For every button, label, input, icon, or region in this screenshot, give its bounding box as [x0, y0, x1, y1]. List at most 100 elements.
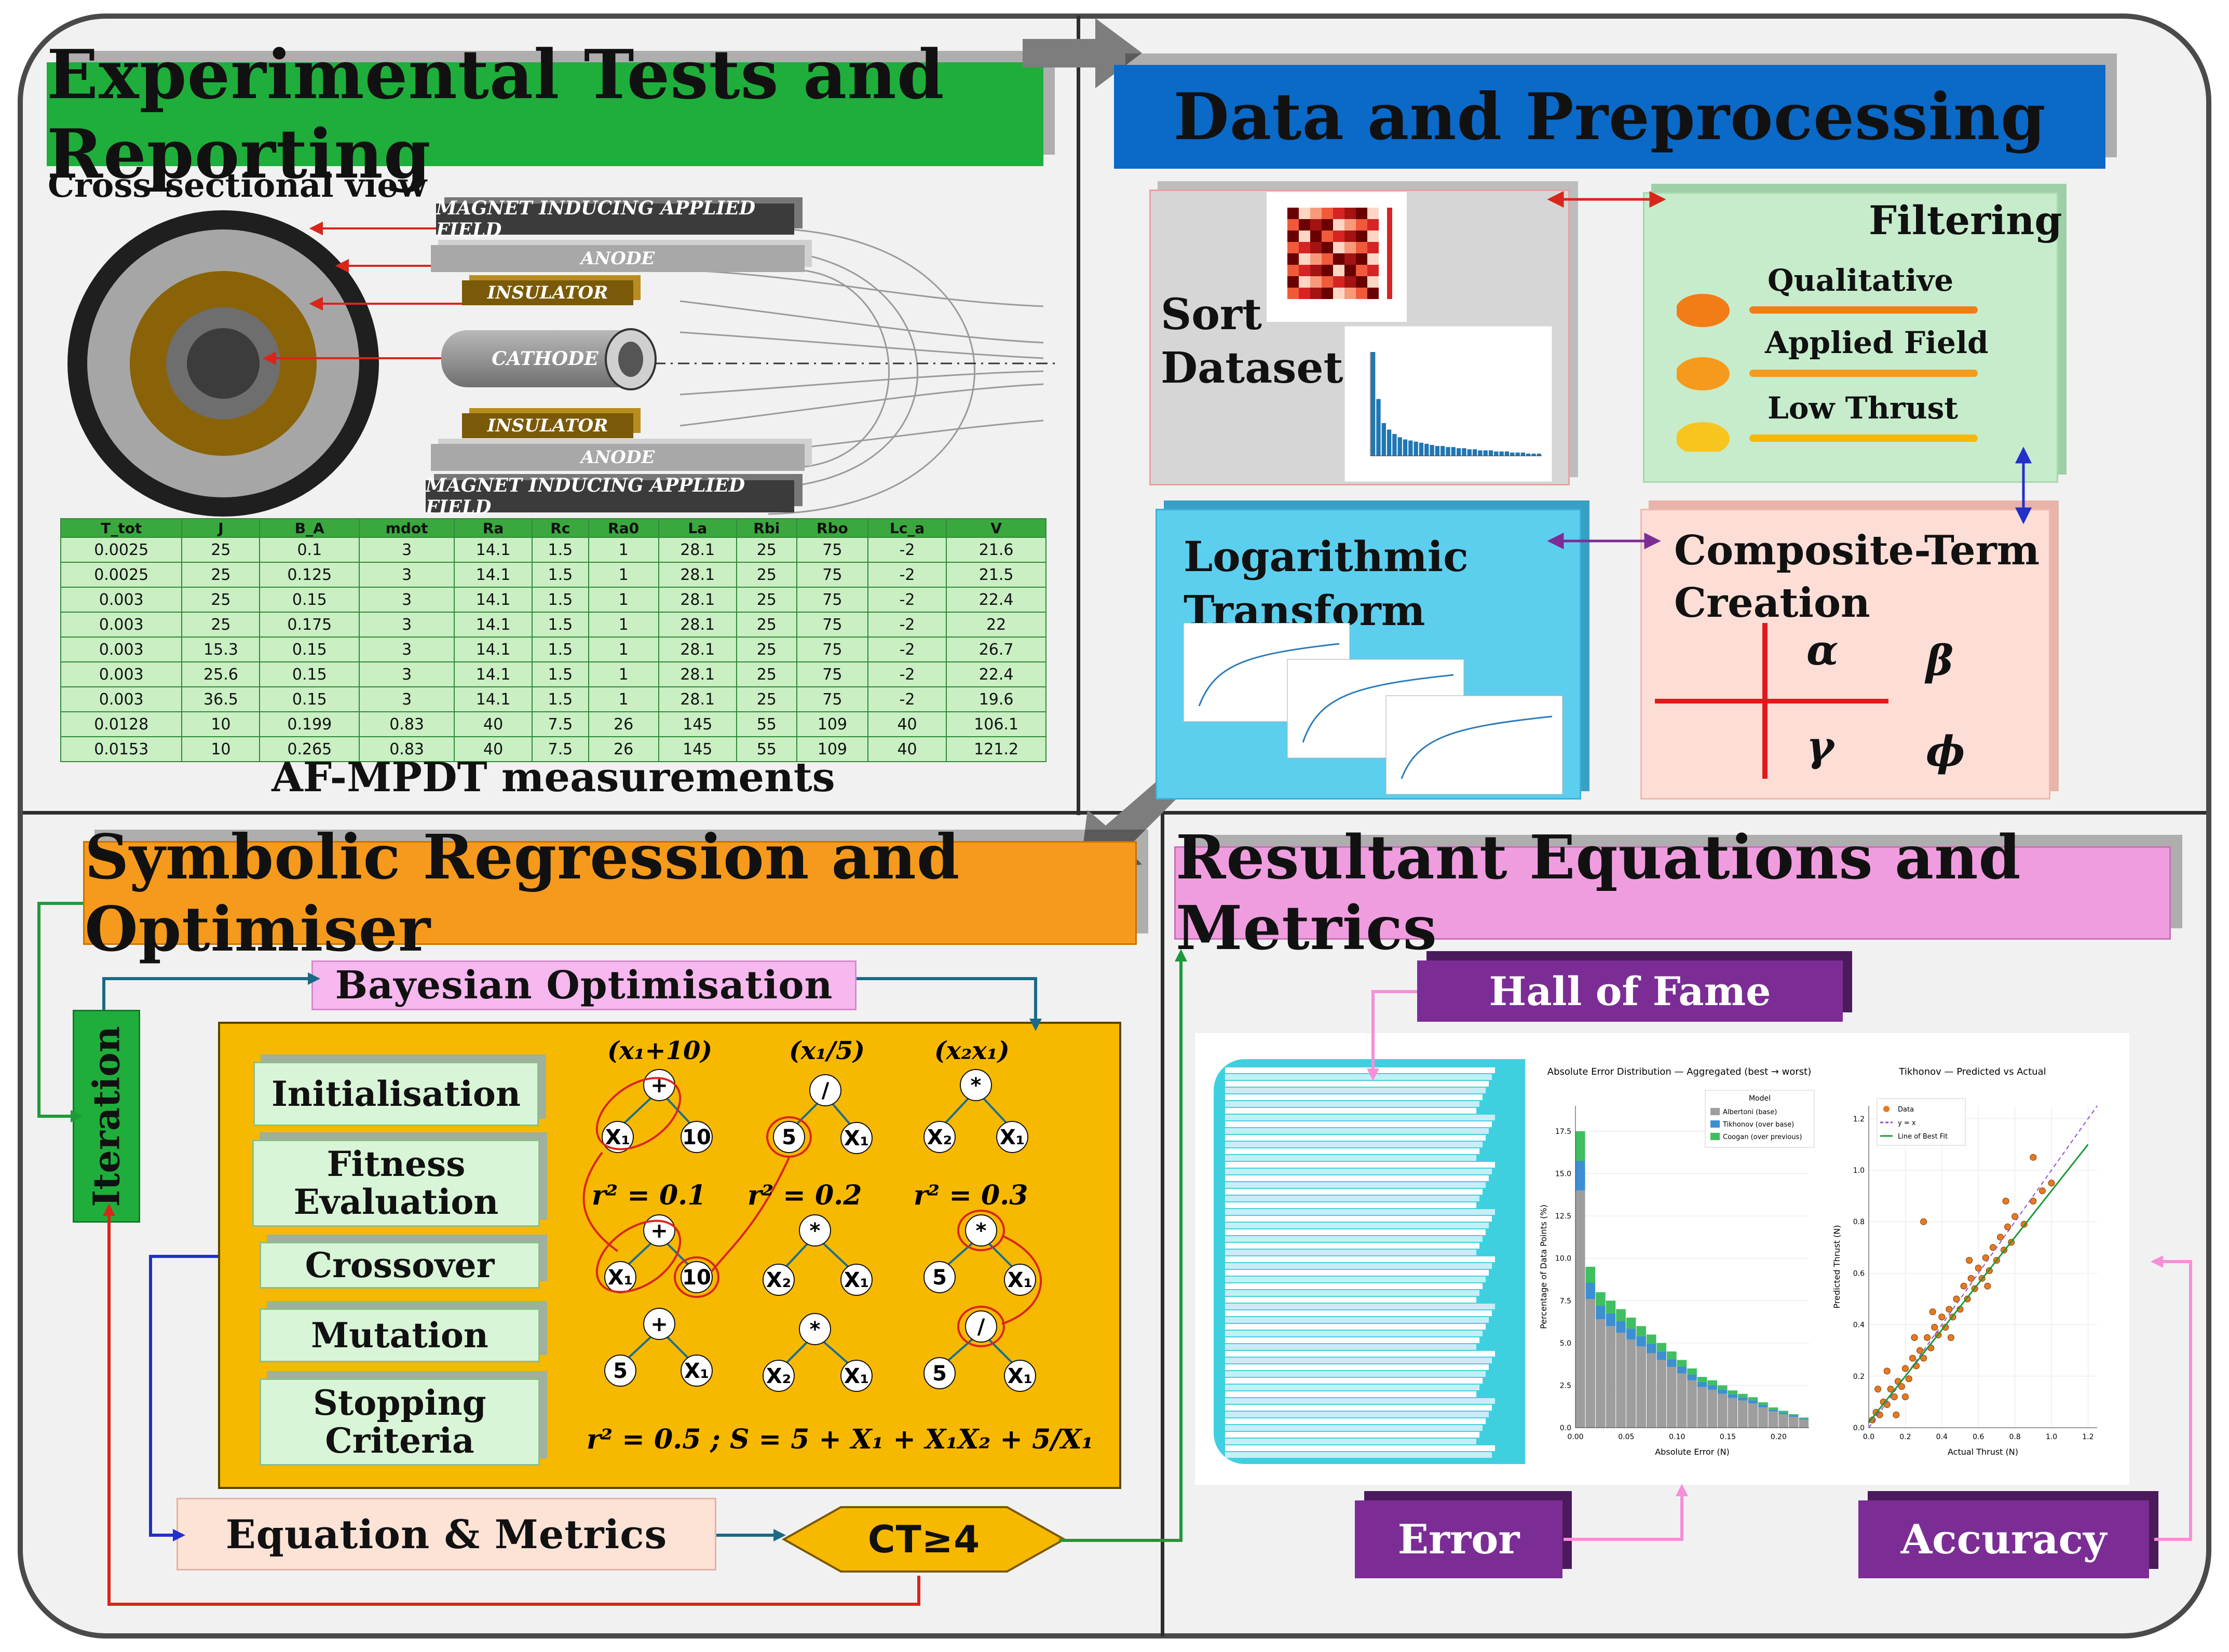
dist-bar [1520, 452, 1526, 456]
table-cell: -2 [867, 661, 947, 687]
table-cell: -2 [867, 686, 947, 712]
heatmap-cell [1367, 265, 1379, 276]
error-y-tick: 12.5 [1555, 1212, 1571, 1221]
table-cell: 36.5 [181, 686, 261, 712]
heatmap-cell [1344, 288, 1356, 299]
scatter-y-tick: 0.8 [1853, 1218, 1865, 1226]
scatter-point [1901, 1365, 1909, 1372]
table-cell: 0.0128 [60, 711, 183, 737]
heatmap-cell [1310, 253, 1322, 265]
scatter-point [1920, 1218, 1927, 1225]
error-bar-tikhonov [1799, 1418, 1809, 1420]
table-cell: 1 [588, 562, 659, 588]
error-bar-albertoni [1717, 1393, 1728, 1428]
tree-9: / 5 X₁ [923, 1310, 1036, 1392]
table-cell: 3 [359, 612, 455, 638]
scatter-point [1946, 1306, 1953, 1313]
error-bar-tikhonov [1616, 1321, 1626, 1333]
scatter-point [1966, 1257, 1973, 1264]
table-cell: 0.15 [259, 637, 360, 662]
list-item [1225, 1304, 1495, 1309]
error-x-tick: 0.00 [1567, 1433, 1583, 1441]
composite-term-box [1640, 509, 2050, 800]
table-cell: 109 [796, 711, 868, 737]
table-cell: 40 [454, 736, 533, 762]
svg-text:X₁: X₁ [605, 1126, 630, 1149]
scatter-x-tick: 0.6 [1973, 1433, 1984, 1441]
accuracy-to-scatter [2154, 1260, 2192, 1541]
scatter-point [2048, 1180, 2055, 1187]
scatter-point [1929, 1308, 1936, 1316]
error-x-tick: 0.15 [1720, 1433, 1736, 1441]
error-bar-albertoni [1667, 1366, 1677, 1428]
table-cell: -2 [867, 637, 947, 662]
scatter-fit-line [1868, 1144, 2089, 1424]
table-cell: 106.1 [946, 711, 1046, 737]
hall-of-fame-list [1214, 1059, 1525, 1464]
dist-bar [1494, 451, 1499, 456]
table-cell: 21.6 [946, 537, 1046, 563]
table-cell: 14.1 [454, 686, 533, 712]
experimental-title: Experimental Tests and Reporting [47, 35, 1043, 194]
list-item [1225, 1344, 1476, 1350]
error-bar-coogan [1616, 1309, 1626, 1321]
error-bar-albertoni [1616, 1333, 1626, 1428]
error-bar-coogan [1596, 1292, 1606, 1306]
dist-bar [1403, 439, 1408, 456]
table-cell: 25.6 [181, 661, 261, 687]
table-cell: 1 [588, 637, 659, 662]
error-bar-albertoni [1646, 1353, 1656, 1428]
scatter-point [2011, 1213, 2019, 1220]
list-item [1225, 1283, 1483, 1289]
table-cell: 145 [658, 711, 737, 737]
error-to-histogram [1564, 1495, 1683, 1541]
scatter-legend-entry: Line of Best Fit [1898, 1133, 1948, 1141]
svg-text:5: 5 [613, 1359, 628, 1383]
list-item [1225, 1297, 1476, 1303]
filter-dot [1677, 294, 1730, 327]
cathode-core [187, 328, 260, 399]
scatter-point [2002, 1198, 2009, 1205]
table-cell: 1.5 [532, 562, 589, 588]
filter-bar [1749, 306, 1978, 314]
error-bar-coogan [1697, 1377, 1707, 1382]
selection-rings [595, 1077, 1005, 1347]
list-item [1225, 1155, 1476, 1161]
scatter-y-tick: 0.2 [1853, 1373, 1865, 1381]
table-cell: 7.5 [532, 736, 589, 762]
bayesian-to-panel [857, 977, 1037, 1019]
error-bar-tikhonov [1636, 1336, 1646, 1347]
error-y-tick: 0.0 [1560, 1424, 1571, 1432]
heatmap-cell [1333, 288, 1344, 299]
table-cell: 0.125 [259, 562, 360, 588]
list-item [1225, 1128, 1489, 1134]
heatmap-cell [1356, 288, 1367, 299]
scatter-point [1893, 1411, 1900, 1418]
table-cell: 28.1 [658, 587, 737, 613]
table-cell: 0.15 [259, 587, 360, 613]
error-bar-coogan [1707, 1380, 1717, 1385]
scatter-point [1917, 1347, 1924, 1354]
table-cell: 1.5 [532, 661, 589, 687]
table-header-cell: Rbi [736, 518, 797, 538]
table-cell: 1 [588, 661, 659, 687]
field-loop [757, 248, 918, 489]
ct-to-results [1059, 960, 1183, 1542]
error-bar-tikhonov [1707, 1385, 1717, 1390]
table-cell: 3 [359, 537, 455, 563]
composite-label-line1: Composite-Term [1674, 527, 2040, 574]
error-bar-albertoni [1788, 1417, 1799, 1428]
table-cell: 121.2 [946, 736, 1046, 762]
filter-dot [1677, 357, 1730, 390]
log-transform-label: Logarithmic Transform [1184, 530, 1469, 638]
log-composite-arrow [1547, 532, 1661, 550]
scatter-y-tick: 1.2 [1853, 1115, 1865, 1123]
heatmap-cell [1356, 242, 1367, 253]
heatmap-cell [1367, 253, 1379, 265]
dist-bar [1467, 449, 1472, 456]
scatter-y-label: Predicted Thrust (N) [1832, 1225, 1842, 1309]
dist-bar [1472, 449, 1477, 456]
error-bar-albertoni [1636, 1346, 1646, 1428]
field-line [679, 269, 1044, 307]
